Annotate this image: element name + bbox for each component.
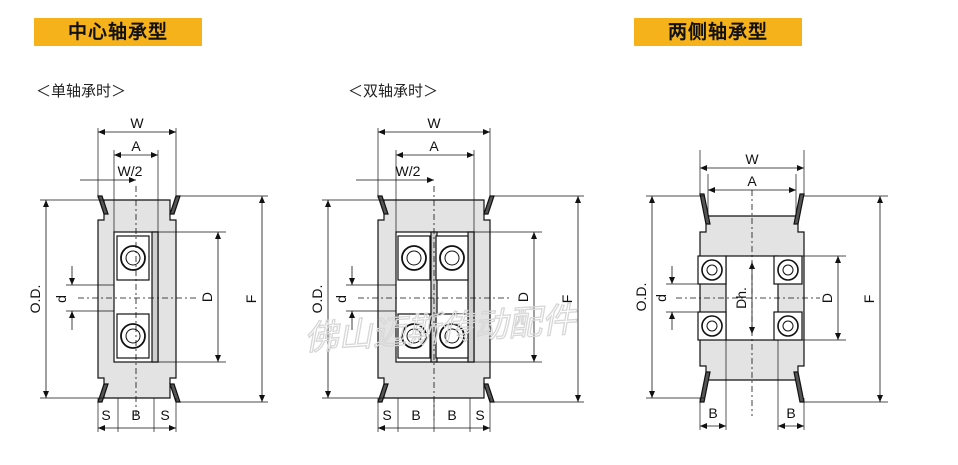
dim-w: W [745, 151, 759, 167]
dim-s-left: S [101, 407, 110, 423]
dim-a: A [131, 138, 141, 154]
dim-b-left: B [708, 405, 717, 421]
dim-b-1: B [411, 407, 420, 423]
section-title-center-bearing: 中心轴承型 [34, 18, 202, 46]
dim-d-outer: D [819, 293, 835, 303]
dim-s-right: S [160, 407, 169, 423]
drawing-single-bearing [40, 128, 268, 432]
dim-s-right: S [475, 407, 484, 423]
labels-both-sides-bearing: W A O.D. d Dh. D F B B [633, 151, 877, 421]
dim-w: W [427, 115, 441, 131]
dim-d-outer: D [515, 292, 531, 302]
dim-d-bore: d [653, 294, 669, 302]
dim-w-half: W/2 [118, 163, 143, 179]
dim-d-bore: d [53, 295, 69, 303]
dim-od: O.D. [633, 283, 649, 312]
dim-dh: Dh. [733, 287, 749, 309]
drawing-both-sides-bearing [646, 150, 888, 430]
dim-s-left: S [382, 407, 391, 423]
dim-d-outer: D [199, 292, 215, 302]
dim-od: O.D. [27, 285, 43, 314]
variant-label-double: ＜双轴承时＞ [348, 82, 439, 100]
dim-od: O.D. [309, 285, 325, 314]
dim-w-half: W/2 [396, 163, 421, 179]
section-title-both-sides-bearing: 两侧轴承型 [634, 18, 802, 46]
drawing-double-bearing [322, 128, 584, 432]
dim-a: A [429, 138, 439, 154]
variant-label-single: ＜单轴承时＞ [36, 82, 127, 100]
dim-b-2: B [447, 407, 456, 423]
dim-f: F [243, 295, 259, 304]
dim-b-right: B [786, 405, 795, 421]
dim-f: F [559, 295, 575, 304]
dim-d-bore: d [333, 295, 349, 303]
dim-a: A [747, 173, 757, 189]
dim-f: F [861, 295, 877, 304]
labels-double-bearing: W A W/2 O.D. d D F S B B S [309, 115, 575, 423]
labels-single-bearing: W A W/2 O.D. d D F S B S [27, 115, 259, 423]
dim-w: W [130, 115, 144, 131]
dim-b: B [131, 407, 140, 423]
